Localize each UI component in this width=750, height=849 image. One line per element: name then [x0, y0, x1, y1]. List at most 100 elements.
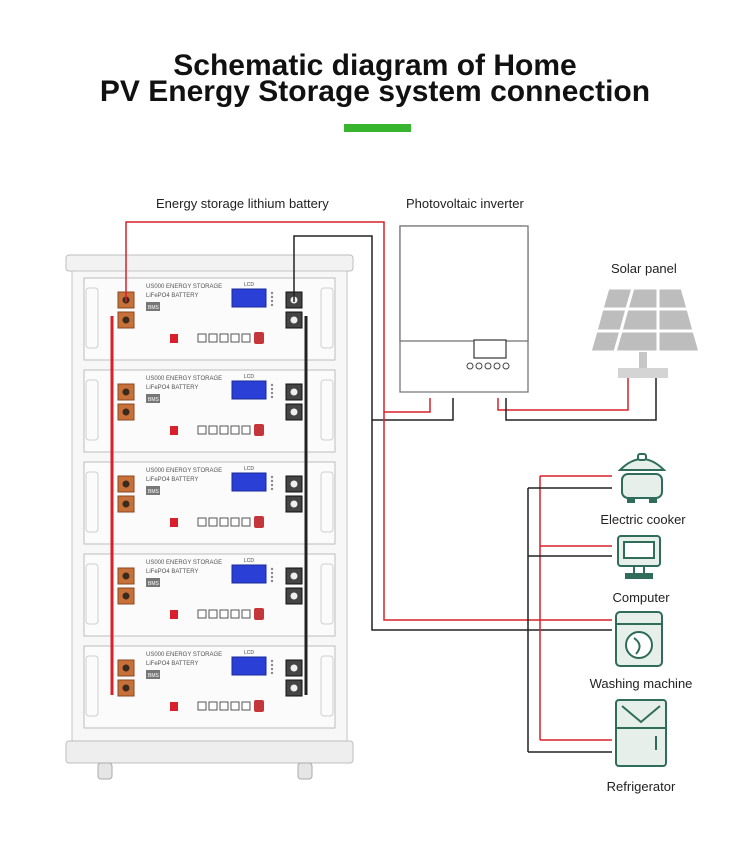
appliances: [615, 453, 667, 767]
terminal-bolt: [290, 316, 298, 324]
solar-panel-base: [618, 368, 668, 378]
status-led: [270, 659, 274, 663]
load-negative-feed: [371, 420, 612, 631]
status-led: [270, 575, 274, 579]
lcd-label: LCD: [244, 282, 254, 288]
comm-port: [197, 333, 207, 343]
status-led: [270, 395, 274, 399]
terminal-bolt: [290, 684, 298, 692]
lcd-label: LCD: [244, 558, 254, 564]
module-model: LiFePO4 BATTERY: [146, 477, 198, 483]
status-led: [270, 303, 274, 307]
terminal-bolt: [290, 480, 298, 488]
comm-port: [241, 425, 251, 435]
load-positive-bus: [539, 475, 612, 741]
breaker-switch: [254, 516, 264, 528]
inverter-top-panel: [399, 225, 529, 342]
comm-port: [197, 701, 207, 711]
washing-machine-icon: [615, 611, 663, 667]
comm-port: [230, 701, 240, 711]
status-led: [270, 671, 274, 675]
terminal-bolt: [290, 592, 298, 600]
page-title-line-2: PV Energy Storage system connection: [99, 75, 651, 108]
inverter-button: [475, 362, 483, 370]
status-led: [270, 579, 274, 583]
module-switch: [170, 702, 178, 711]
terminal-bolt: [122, 684, 130, 692]
module-handle: [85, 287, 99, 349]
bms-badge: [146, 302, 160, 311]
solar-panel: [588, 286, 702, 378]
battery-module: US000 ENERGY STORAGE LiFePO4 BATTERY BMS LC…: [83, 645, 336, 729]
load-positive-feed: [383, 412, 612, 621]
module-lcd: [231, 380, 267, 400]
module-switch: [170, 610, 178, 619]
module-handle: [85, 379, 99, 441]
terminal-bolt: [290, 572, 298, 580]
module-brand: US000 ENERGY STORAGE: [146, 652, 222, 658]
solar-negative-wire: [505, 378, 657, 421]
module-lcd: [231, 288, 267, 308]
terminal-bolt: [290, 408, 298, 416]
battery-rack: US000 ENERGY STORAGE LiFePO4 BATTERY BMS LC…: [65, 254, 354, 780]
lcd-label: LCD: [244, 374, 254, 380]
comm-port: [219, 609, 229, 619]
module-model: LiFePO4 BATTERY: [146, 293, 198, 299]
comm-port: [219, 333, 229, 343]
status-led: [270, 299, 274, 303]
comm-port: [197, 517, 207, 527]
status-led: [270, 391, 274, 395]
page-title-line-1: Schematic diagram of Home: [173, 49, 577, 82]
module-model: LiFePO4 BATTERY: [146, 661, 198, 667]
comm-port: [208, 609, 218, 619]
module-lcd: [231, 656, 267, 676]
bms-badge: [146, 486, 160, 495]
bms-badge: [146, 394, 160, 403]
comm-port: [241, 333, 251, 343]
breaker-switch: [254, 608, 264, 620]
module-switch: [170, 334, 178, 343]
terminal-bolt: [290, 500, 298, 508]
battery-negative-wire: [293, 235, 454, 421]
bms-label: BMS: [148, 673, 160, 679]
module-handle: [85, 471, 99, 533]
status-led: [270, 383, 274, 387]
terminal-bolt: [122, 316, 130, 324]
breaker-switch: [254, 424, 264, 436]
rice-cooker-icon: [617, 453, 667, 503]
comm-port: [230, 333, 240, 343]
module-brand: US000 ENERGY STORAGE: [146, 468, 222, 474]
lcd-label: LCD: [244, 650, 254, 656]
comm-port: [241, 701, 251, 711]
appliance-label: Refrigerator: [607, 779, 676, 794]
terminal-bolt: [122, 480, 130, 488]
module-switch: [170, 518, 178, 527]
terminal-bolt: [122, 500, 130, 508]
bms-label: BMS: [148, 581, 160, 587]
bms-badge: [146, 578, 160, 587]
comm-port: [230, 609, 240, 619]
battery-label: Energy storage lithium battery: [156, 196, 329, 211]
comm-port: [197, 609, 207, 619]
terminal-bolt: [122, 592, 130, 600]
comm-port: [197, 425, 207, 435]
solar-cells: [588, 286, 702, 354]
refrigerator-icon: [615, 699, 667, 767]
terminal-bolt: [290, 388, 298, 396]
solar-positive-wire: [497, 378, 629, 411]
module-handle: [320, 655, 334, 717]
photovoltaic-inverter: [399, 225, 529, 393]
rack-wheel-right: [297, 762, 313, 780]
module-handle: [320, 471, 334, 533]
comm-port: [219, 701, 229, 711]
comm-port: [208, 517, 218, 527]
rack-base: [65, 740, 354, 764]
terminal-bolt: [122, 388, 130, 396]
module-handle: [320, 563, 334, 625]
appliance-label: Electric cooker: [600, 512, 686, 527]
computer-icon: [617, 535, 661, 579]
bms-badge: [146, 670, 160, 679]
status-led: [270, 475, 274, 479]
module-handle: [85, 655, 99, 717]
